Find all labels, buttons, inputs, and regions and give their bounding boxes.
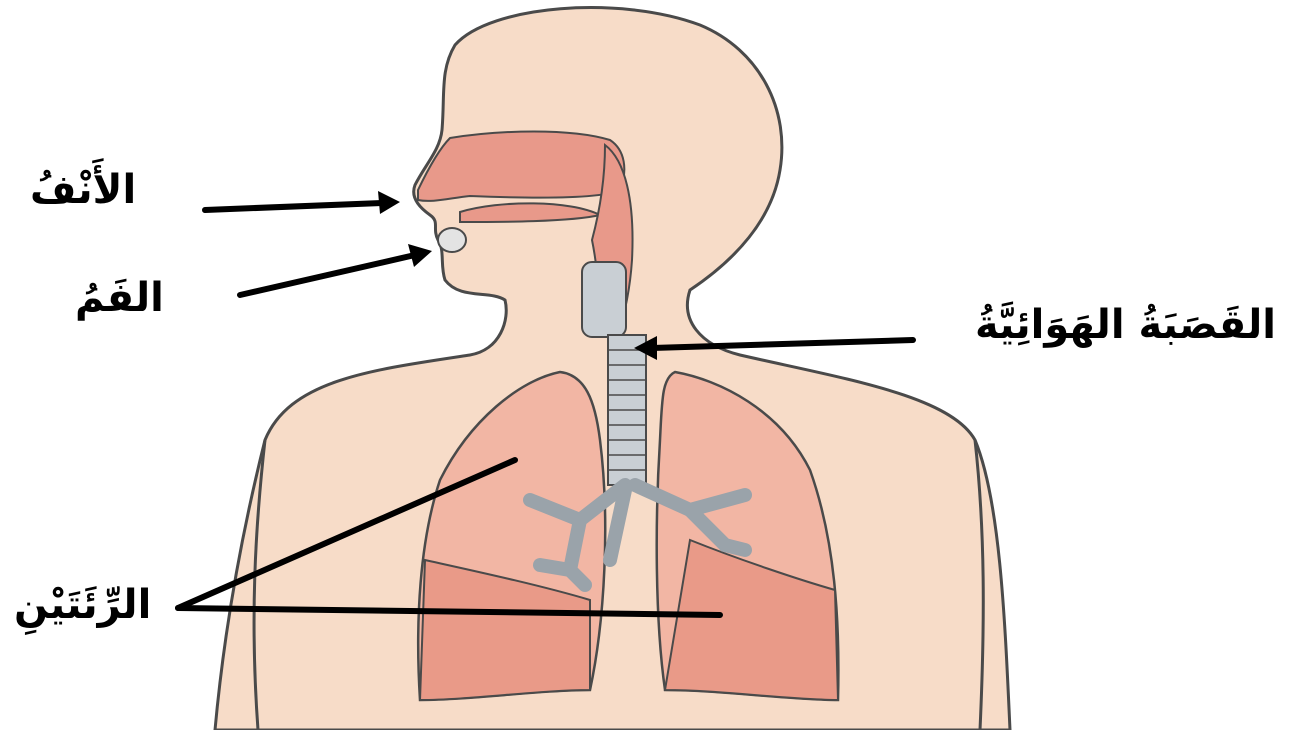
- trachea-label: القَصَبَةُ الهَوَائِيَّةُ: [975, 305, 1276, 345]
- lips: [438, 228, 466, 252]
- nose-label: الأَنْفُ: [30, 170, 136, 210]
- mouth-label: الفَمُ: [75, 278, 164, 318]
- nasal-cavity: [418, 132, 624, 201]
- lungs-label: الرِّئَتَيْنِ: [14, 585, 151, 625]
- mouth-arrow-line: [240, 255, 415, 295]
- nose-arrow-line: [205, 203, 382, 210]
- mouth-arrowhead: [408, 244, 432, 267]
- nose-arrowhead: [378, 191, 400, 214]
- larynx: [582, 262, 626, 337]
